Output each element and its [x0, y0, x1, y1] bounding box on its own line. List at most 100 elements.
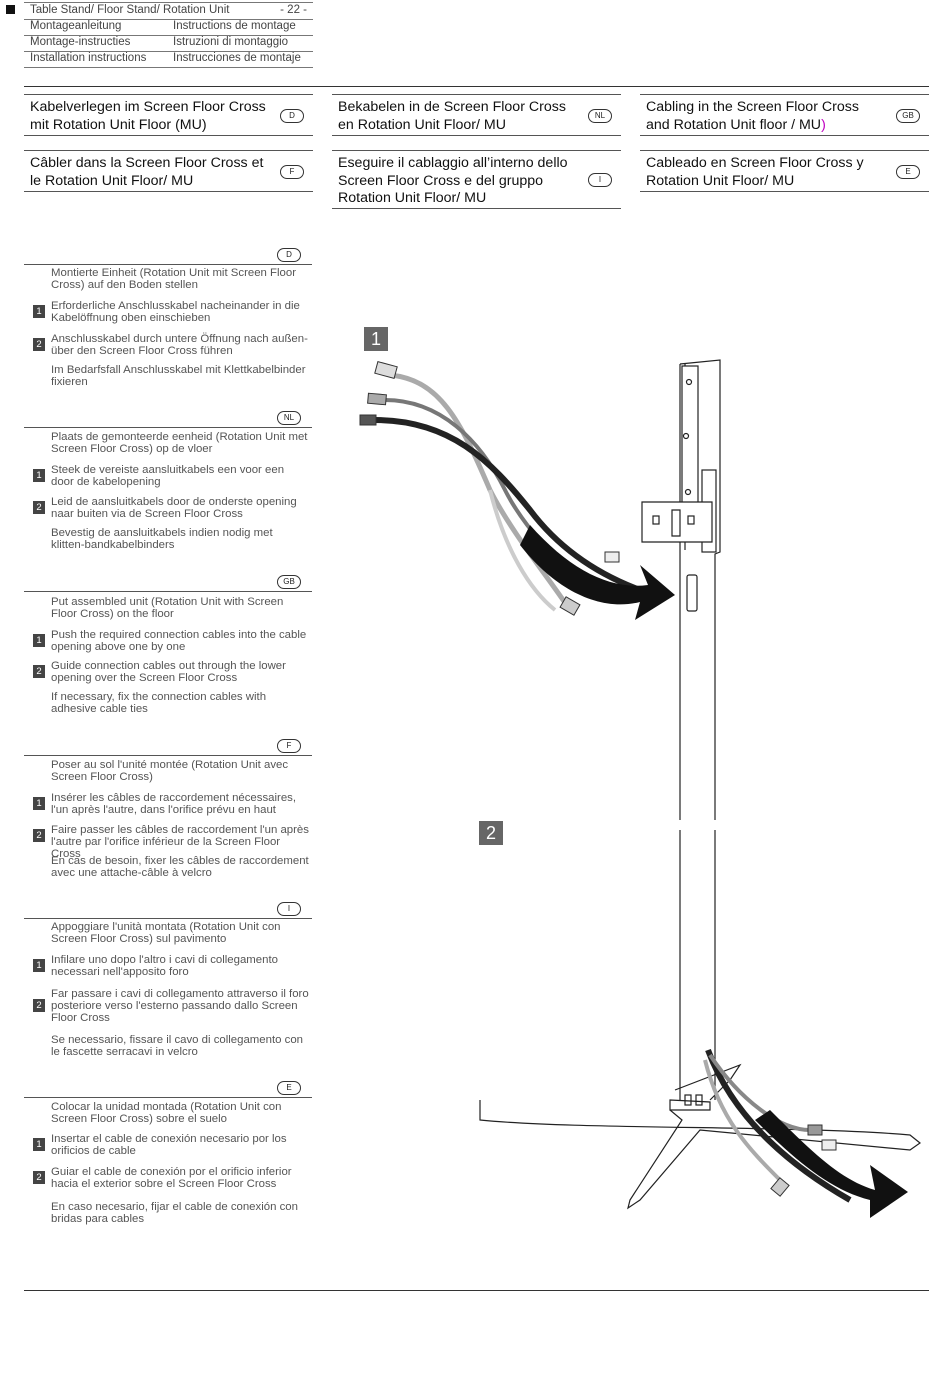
lang-badge-nl: NL [588, 109, 612, 123]
step-number-1: 1 [33, 469, 45, 482]
title-text-de: Kabelverlegen im Screen Floor Cross mit … [30, 99, 266, 133]
header-lang-nl: Montage-instructies [30, 36, 131, 48]
section-rule-es [24, 1097, 312, 1098]
step-number-1: 1 [33, 634, 45, 647]
title-text-it: Eseguire il cablaggio all’interno dello … [338, 155, 568, 206]
step-1-gb: Push the required connection cables into… [51, 629, 307, 654]
section-badge-nl: NL [277, 411, 301, 425]
title-box-de: Kabelverlegen im Screen Floor Cross mit … [24, 94, 313, 136]
step-1-it: Infilare uno dopo l'altro i cavi di coll… [51, 954, 278, 979]
step-2-fr: Faire passer les câbles de raccordement … [51, 824, 309, 861]
step-number-2: 2 [33, 665, 45, 678]
bolt-icon [695, 1094, 703, 1106]
step-intro-nl: Plaats de gemonteerde eenheid (Rotation … [51, 431, 308, 456]
title-text-gb-main: Cabling in the Screen Floor Cross and Ro… [646, 99, 859, 133]
title-text-gb: Cabling in the Screen Floor Cross and Ro… [646, 99, 886, 134]
step-1-es: Insertar el cable de conexión necesario … [51, 1133, 287, 1158]
step-2-nl: Leid de aansluitkabels door de onderste … [51, 496, 297, 521]
lang-badge-es: E [896, 165, 920, 179]
section-badge-de: D [277, 248, 301, 262]
section-rule-it [24, 918, 312, 919]
step-note-es: En caso necesario, fijar el cable de con… [51, 1201, 298, 1226]
title-text-fr: Câbler dans la Screen Floor Cross et le … [30, 155, 264, 189]
cabling-illustration [359, 359, 922, 1218]
step-intro-de: Montierte Einheit (Rotation Unit mit Scr… [51, 267, 296, 292]
screw-icon [685, 378, 693, 386]
title-box-fr: Câbler dans la Screen Floor Cross et le … [24, 150, 313, 192]
section-rule-de [24, 264, 312, 265]
section-badge-gb: GB [277, 575, 301, 589]
section-badge-es: E [277, 1081, 301, 1095]
step-intro-gb: Put assembled unit (Rotation Unit with S… [51, 596, 284, 621]
section-rule-fr [24, 755, 312, 756]
upper-cable-opening [686, 574, 698, 612]
rotation-unit-rail [681, 365, 699, 507]
illustration-label-1: 1 [364, 327, 388, 351]
step-1-de: Erforderliche Anschlusskabel nacheinande… [51, 300, 300, 325]
step-note-nl: Bevestig de aansluitkabels indien nodig … [51, 527, 273, 552]
title-box-gb: Cabling in the Screen Floor Cross and Ro… [640, 94, 929, 136]
bullet-marker [6, 5, 15, 14]
page-number: - 22 - [280, 4, 307, 16]
step-intro-it: Appoggiare l'unità montata (Rotation Uni… [51, 921, 281, 946]
section-badge-it: I [277, 902, 301, 916]
header-lang-it: Istruzioni di montaggio [173, 36, 289, 48]
illustration-label-2: 2 [479, 821, 503, 845]
step-number-1: 1 [33, 797, 45, 810]
cable-grey [389, 372, 573, 612]
arrow-icon [520, 525, 675, 620]
lang-badge-de: D [280, 109, 304, 123]
step-2-de: Anschlusskabel durch untere Öffnung nach… [51, 333, 308, 358]
lang-badge-it: I [588, 173, 612, 187]
step-note-de: Im Bedarfsfall Anschlusskabel mit Klettk… [51, 364, 306, 389]
step-note-gb: If necessary, fix the connection cables … [51, 691, 267, 716]
arrow-icon [755, 1110, 908, 1218]
header-product-line: Table Stand/ Floor Stand/ Rotation Unit [30, 4, 230, 16]
step-number-1: 1 [33, 959, 45, 972]
title-text-es: Cableado en Screen Floor Cross y Rotatio… [646, 155, 864, 189]
step-number-2: 2 [33, 1171, 45, 1184]
header-lang-fr: Instructions de montage [173, 20, 296, 32]
header-row-title: Table Stand/ Floor Stand/ Rotation Unit … [24, 2, 313, 20]
lock-icon [687, 515, 695, 525]
header-row-3: Montage-instructies Istruzioni di montag… [24, 35, 313, 52]
screw-icon [682, 432, 690, 440]
step-2-es: Guiar el cable de conexión por el orific… [51, 1166, 292, 1191]
screw-icon [684, 488, 692, 496]
step-note-it: Se necessario, fissare il cavo di colleg… [51, 1034, 303, 1059]
wall-plate [641, 501, 713, 543]
title-text-nl: Bekabelen in de Screen Floor Cross en Ro… [338, 99, 566, 133]
step-note-fr: En cas de besoin, fixer les câbles de ra… [51, 855, 309, 880]
floor-cross-base [479, 1063, 922, 1210]
header-lang-de: Montageanleitung [30, 20, 122, 32]
lang-badge-gb: GB [896, 109, 920, 123]
header-lang-gb: Installation instructions [30, 52, 147, 64]
step-1-nl: Steek de vereiste aansluitkabels een voo… [51, 464, 285, 489]
lang-badge-fr: F [280, 165, 304, 179]
cable-grey [703, 1059, 782, 1182]
cables-lower [703, 1048, 852, 1203]
lock-icon [652, 515, 660, 525]
step-number-2: 2 [33, 999, 45, 1012]
top-rule [24, 86, 929, 87]
header-row-2: Montageanleitung Instructions de montage [24, 19, 313, 36]
cables-upper [374, 372, 642, 612]
step-intro-fr: Poser au sol l'unité montée (Rotation Un… [51, 759, 289, 784]
title-box-es: Cableado en Screen Floor Cross y Rotatio… [640, 150, 929, 192]
cable-darkgrey [708, 1053, 811, 1132]
step-number-2: 2 [33, 338, 45, 351]
header-row-4: Installation instructions Instrucciones … [24, 51, 313, 68]
cable-black [374, 417, 642, 593]
bottom-rule [24, 1290, 929, 1291]
section-rule-gb [24, 591, 312, 592]
step-number-1: 1 [33, 305, 45, 318]
title-box-nl: Bekabelen in de Screen Floor Cross en Ro… [332, 94, 621, 136]
cable-lightgrey [488, 489, 557, 612]
cable-black [705, 1048, 852, 1203]
step-number-2: 2 [33, 501, 45, 514]
title-box-it: Eseguire il cablaggio all’interno dello … [332, 150, 621, 209]
title-text-gb-paren: ) [821, 116, 826, 133]
step-number-2: 2 [33, 829, 45, 842]
step-1-fr: Insérer les câbles de raccordement néces… [51, 792, 297, 817]
section-rule-nl [24, 427, 312, 428]
